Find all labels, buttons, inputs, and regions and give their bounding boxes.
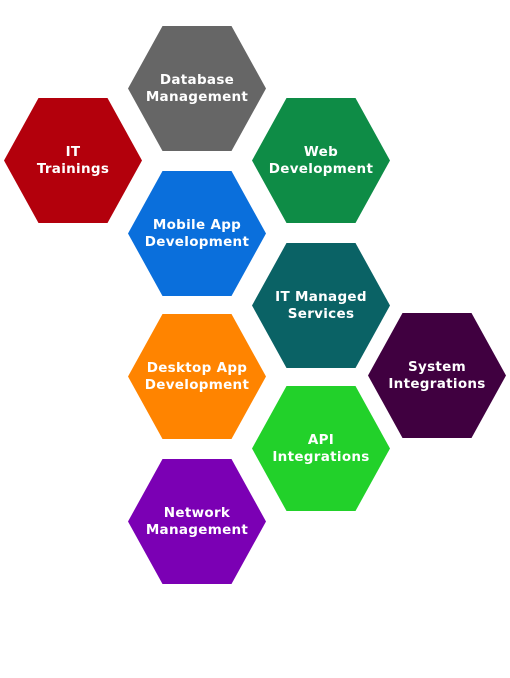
- label-line-2: Development: [144, 233, 250, 250]
- hexagon-label: Database Management: [142, 72, 252, 106]
- hexagon-it-managed-services[interactable]: IT Managed Services: [252, 243, 390, 368]
- label-line-2: Integrations: [388, 375, 486, 392]
- hexagon-label: System Integrations: [382, 359, 492, 393]
- label-line-1: Web: [303, 143, 339, 160]
- hexagon-label: IT Trainings: [18, 144, 128, 178]
- hexagon-database-management[interactable]: Database Management: [128, 26, 266, 151]
- label-line-2: Management: [145, 88, 249, 105]
- label-line-2: Development: [268, 160, 374, 177]
- label-line-1: IT Managed: [275, 288, 367, 305]
- hexagon-system-integrations[interactable]: System Integrations: [368, 313, 506, 438]
- label-line-1: Desktop App: [146, 359, 248, 376]
- hexagon-label: Network Management: [142, 505, 252, 539]
- hexagon-it-trainings[interactable]: IT Trainings: [4, 98, 142, 223]
- label-line-2: Integrations: [272, 448, 370, 465]
- label-line-2: Management: [145, 521, 249, 538]
- label-line-1: Database: [159, 71, 235, 88]
- label-line-1: Network: [163, 504, 231, 521]
- label-line-1: IT: [65, 143, 81, 160]
- label-line-2: Trainings: [36, 160, 110, 177]
- hexagon-label: IT Managed Services: [266, 289, 376, 323]
- hexagon-network-management[interactable]: Network Management: [128, 459, 266, 584]
- label-line-2: Development: [144, 376, 250, 393]
- hexagon-mobile-app-development[interactable]: Mobile App Development: [128, 171, 266, 296]
- hexagon-desktop-app-development[interactable]: Desktop App Development: [128, 314, 266, 439]
- label-line-2: Services: [287, 305, 355, 322]
- hexagon-web-development[interactable]: Web Development: [252, 98, 390, 223]
- hexagon-label: Web Development: [266, 144, 376, 178]
- label-line-1: API: [307, 431, 335, 448]
- label-line-1: System: [407, 358, 467, 375]
- hexagon-label: Mobile App Development: [142, 217, 252, 251]
- hexagon-api-integrations[interactable]: API Integrations: [252, 386, 390, 511]
- hexagon-label: Desktop App Development: [142, 360, 252, 394]
- label-line-1: Mobile App: [152, 216, 242, 233]
- hexagon-label: API Integrations: [266, 432, 376, 466]
